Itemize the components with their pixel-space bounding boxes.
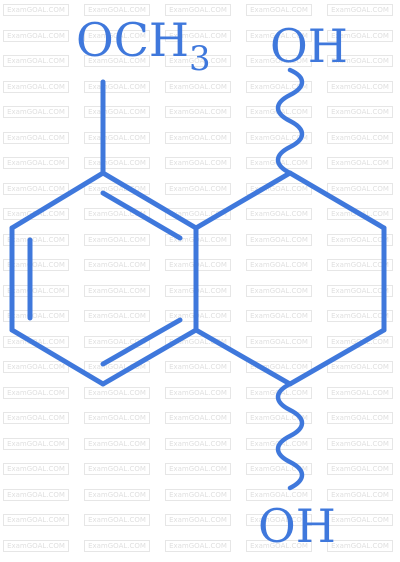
bond-c4a-c5	[100, 327, 199, 387]
wavy-bond-bottom	[275, 381, 305, 491]
double-bond-inner-1	[100, 190, 183, 241]
hydroxyl-bottom-label: OH	[258, 499, 336, 553]
bond-c8a-c8	[100, 170, 199, 231]
bond-c1-c2	[287, 170, 387, 231]
wavy-bond-top	[275, 67, 305, 176]
bond-c7-c8	[9, 170, 106, 231]
aromatic-ring	[9, 170, 199, 387]
saturated-ring	[193, 170, 387, 387]
double-bond-inner-2	[100, 317, 183, 367]
methoxy-subscript: 3	[189, 39, 211, 79]
bond-c8a-c1	[193, 170, 293, 231]
bond-c3-c4	[287, 327, 387, 387]
methoxy-label: OCH3	[76, 13, 211, 79]
hydroxyl-top-label: OH	[270, 19, 348, 73]
bond-c5-c6	[9, 327, 106, 387]
bond-c4-c4a	[193, 327, 293, 387]
